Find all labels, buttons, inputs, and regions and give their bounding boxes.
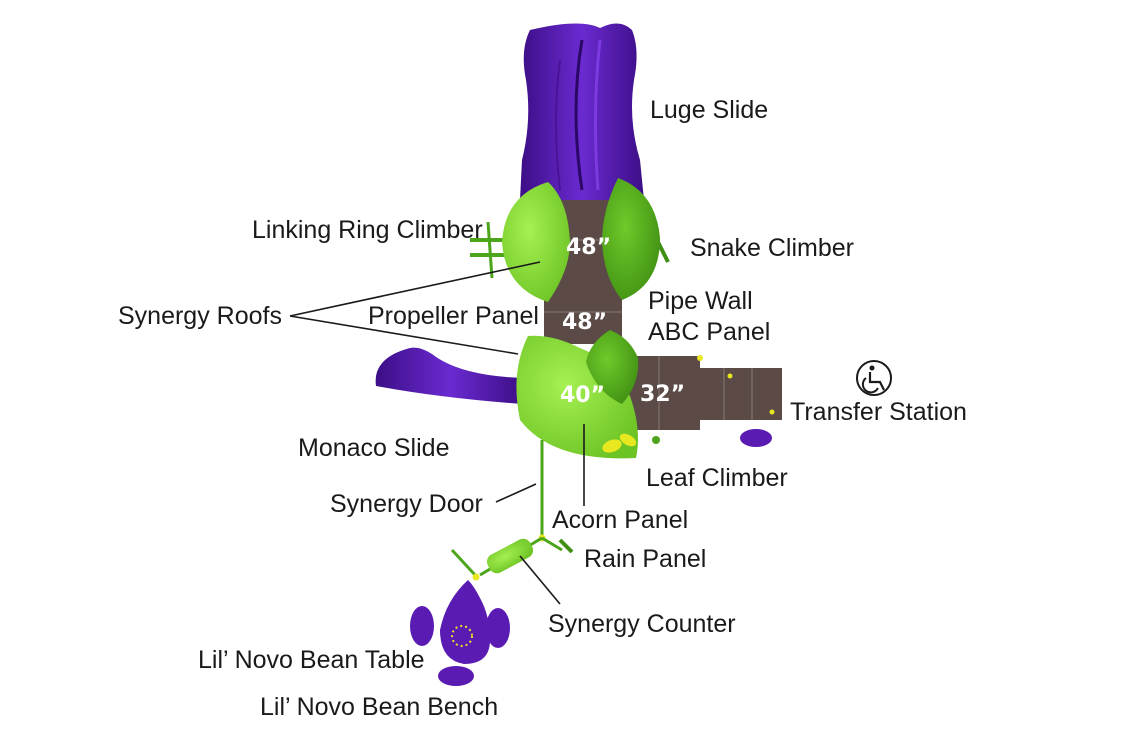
synergy-counter [450, 538, 534, 581]
bean-bench-bottom [438, 666, 474, 686]
leader-synergy-roofs-top [289, 261, 541, 317]
label-synergy-counter: Synergy Counter [548, 610, 736, 638]
bean-table [440, 580, 490, 664]
roof-pipe-wall [586, 330, 639, 404]
label-bean-table: Lil’ Novo Bean Table [198, 646, 425, 674]
label-abc-panel: ABC Panel [648, 318, 770, 346]
leader-synergy-door [495, 483, 537, 503]
label-pipe-wall: Pipe Wall [648, 287, 753, 315]
bean-bench-left [410, 606, 434, 646]
label-linking-ring-climber: Linking Ring Climber [252, 216, 483, 244]
label-propeller-panel: Propeller Panel [368, 302, 539, 330]
leaf-climber [602, 433, 660, 453]
rain-panel [558, 538, 574, 554]
linking-ring-climber [470, 221, 506, 279]
monaco-slide [375, 347, 524, 404]
roof-left-top [502, 182, 570, 302]
deck-height-main: 40” [560, 383, 605, 408]
label-luge-slide: Luge Slide [650, 96, 768, 124]
leader-synergy-counter [519, 555, 561, 605]
label-rain-panel: Rain Panel [584, 545, 706, 573]
label-monaco-slide: Monaco Slide [298, 434, 449, 462]
label-leaf-climber: Leaf Climber [646, 464, 788, 492]
label-bean-bench: Lil’ Novo Bean Bench [260, 693, 498, 721]
bench-transfer [740, 429, 772, 447]
deck-height-side: 32” [640, 382, 685, 407]
leader-synergy-roofs-bottom [289, 315, 519, 355]
deck-height-top: 48” [566, 235, 611, 260]
label-synergy-roofs: Synergy Roofs [118, 302, 282, 330]
bean-bench-right [486, 608, 510, 648]
roof-right-top [602, 178, 660, 300]
label-acorn-panel: Acorn Panel [552, 506, 688, 534]
deck-height-middle: 48” [562, 310, 607, 335]
label-synergy-door: Synergy Door [330, 490, 483, 518]
label-snake-climber: Snake Climber [690, 234, 854, 262]
label-transfer-station: Transfer Station [790, 398, 967, 426]
transfer-station [697, 355, 782, 420]
luge-slide [520, 23, 644, 200]
wheelchair-icon [856, 360, 892, 396]
